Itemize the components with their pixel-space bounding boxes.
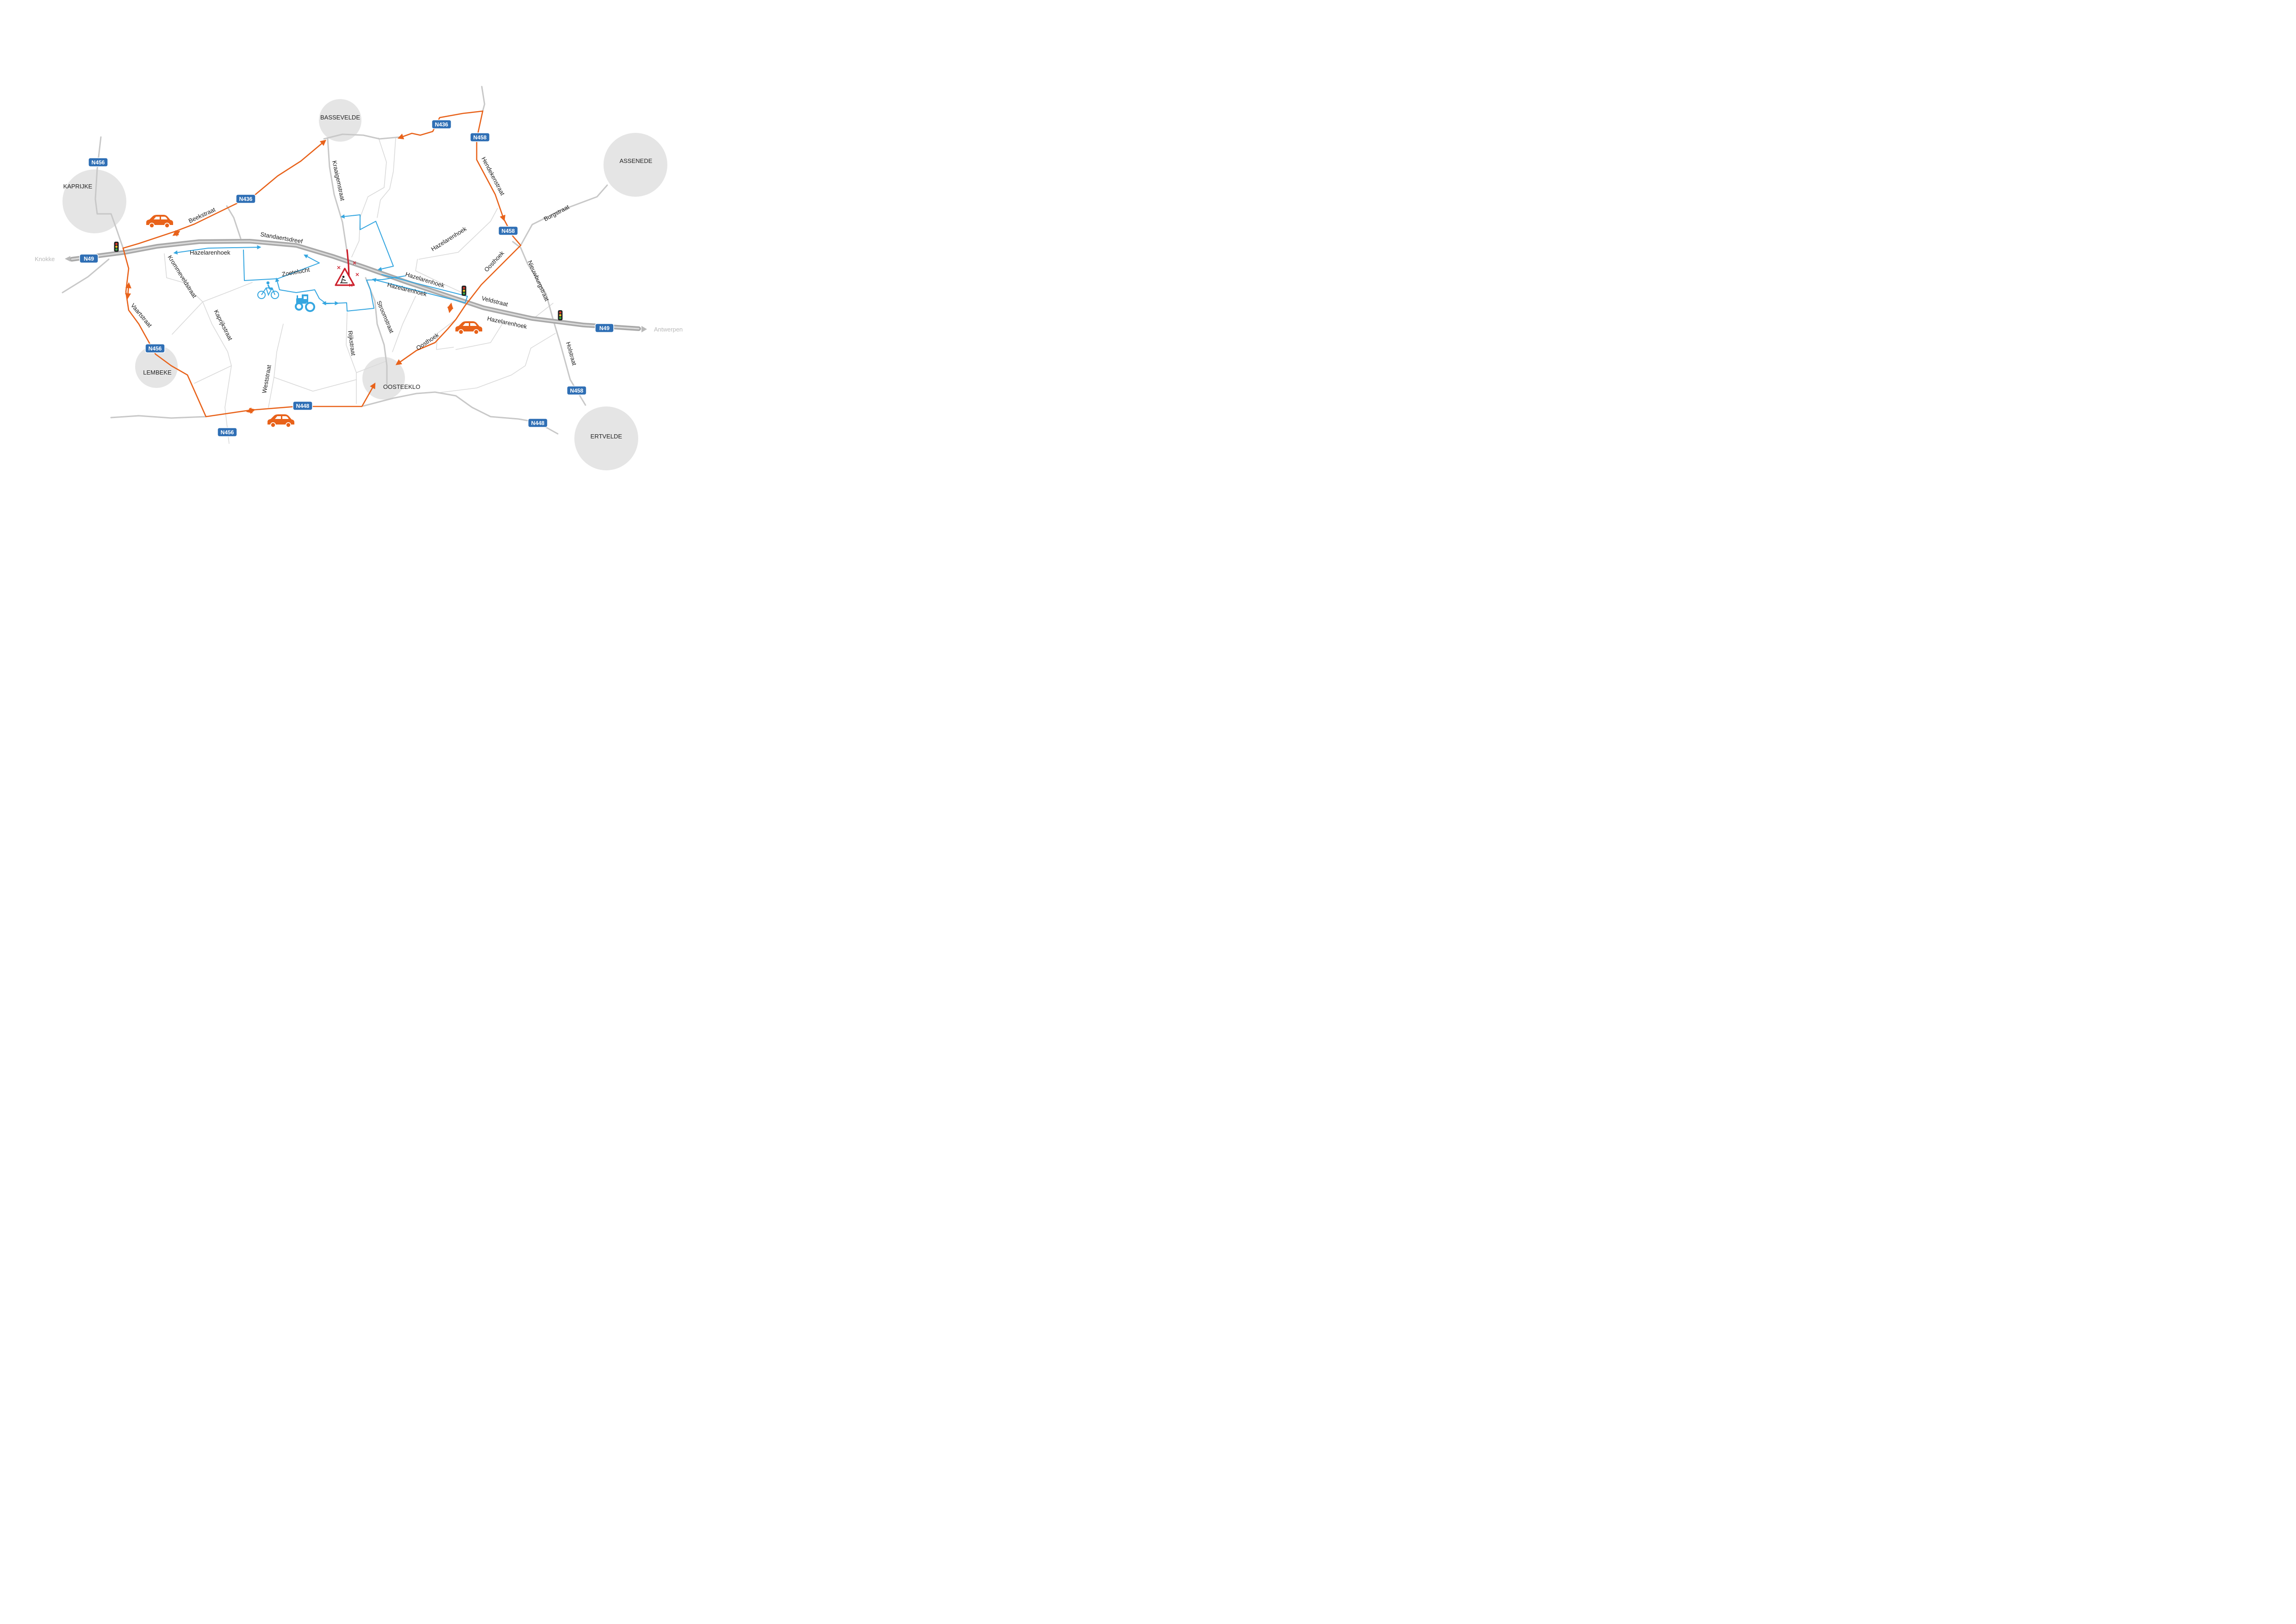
- tractor-icon: [295, 294, 315, 312]
- town-label-bassevelde: BASSEVELDE: [320, 114, 360, 121]
- street-label-kaprijkstraat: Kaprijkstraat: [212, 309, 234, 342]
- shield-n49-west: N49: [79, 254, 99, 263]
- arrow-east-icon: [641, 326, 647, 332]
- town-circle-bassevelde: [319, 99, 361, 142]
- svg-text:N49: N49: [84, 256, 94, 262]
- svg-text:N456: N456: [92, 159, 105, 166]
- shield-n448-center: N448: [292, 401, 313, 411]
- svg-text:N458: N458: [570, 387, 584, 394]
- street-label-weststraat: Weststraat: [261, 364, 273, 394]
- svg-text:N456: N456: [149, 345, 162, 352]
- svg-text:N448: N448: [296, 403, 310, 409]
- town-label-lembeke: LEMBEKE: [143, 369, 172, 376]
- street-label-oosthoek-north: Oosthoek: [483, 250, 505, 273]
- street-label-kraaigemstraat: Kraaigemstraat: [331, 160, 346, 202]
- shield-n458-south: N458: [566, 386, 587, 395]
- closure-x-marks: [337, 261, 359, 287]
- shield-n436-north: N436: [431, 119, 452, 129]
- svg-text:N448: N448: [531, 420, 545, 426]
- shield-n436-beekstraat: N436: [236, 194, 256, 204]
- shield-n49-east: N49: [595, 323, 614, 333]
- town-circle-ertvelde: [574, 406, 638, 470]
- shield-n456-south: N456: [217, 427, 237, 437]
- shield-n458-mid: N458: [498, 226, 518, 236]
- street-label-holstraat: Holstraat: [565, 341, 578, 367]
- street-label-krommeveldstraat: Krommeveldstraat: [166, 254, 198, 300]
- shield-n448-east: N448: [528, 418, 548, 428]
- town-label-kaprijke: KAPRIJKE: [63, 183, 93, 190]
- town-label-ertvelde: ERTVELDE: [591, 433, 622, 440]
- svg-text:N436: N436: [435, 121, 448, 128]
- traffic-light-icon: [461, 286, 467, 296]
- car-icon: [455, 321, 482, 335]
- street-labels: Beekstraat Standaertsdreef Hazelarenhoek…: [130, 156, 578, 394]
- town-label-oosteeklo: OOSTEEKLO: [383, 383, 420, 390]
- route-shields: N49 N49 N456 N456 N456 N436 N436 N458 N4…: [79, 119, 614, 437]
- destination-east: Antwerpen: [654, 326, 683, 333]
- traffic-light-icon: [558, 310, 563, 320]
- svg-text:N436: N436: [239, 196, 253, 202]
- shield-n456-north: N456: [88, 157, 108, 167]
- town-circle-lembeke: [135, 345, 178, 388]
- local-detour-route: [173, 214, 468, 312]
- highway-n49: [69, 238, 641, 331]
- town-label-assenede: ASSENEDE: [620, 157, 653, 164]
- town-circle-kaprijke: [62, 169, 126, 233]
- road-closure: [335, 249, 359, 287]
- town-areas: [62, 99, 667, 470]
- car-detour-route: [122, 110, 522, 418]
- town-circle-assenede: [604, 133, 667, 197]
- destination-west: Knokke: [35, 256, 55, 262]
- detour-map: BASSEVELDE KAPRIJKE ASSENEDE LEMBEKE OOS…: [35, 86, 683, 470]
- roadworks-warning-icon: [335, 268, 355, 286]
- arrow-west-icon: [65, 256, 70, 262]
- street-label-rijkstraat: Rijkstraat: [347, 330, 357, 356]
- svg-text:N49: N49: [599, 325, 610, 331]
- svg-text:N458: N458: [502, 228, 515, 234]
- main-roads: [62, 86, 608, 435]
- svg-text:N458: N458: [473, 134, 487, 141]
- street-label-burgstraat: Burgstraat: [542, 203, 570, 223]
- shield-n458-north: N458: [470, 132, 490, 142]
- bicycle-icon: [257, 281, 279, 299]
- car-icon: [268, 414, 294, 428]
- svg-text:N456: N456: [221, 429, 234, 436]
- traffic-light-icon: [114, 242, 119, 252]
- street-label-zoetelucht: Zoetelucht: [281, 266, 311, 278]
- street-label-nieuwburgstraat: Nieuwburgstraat: [526, 259, 550, 302]
- shield-n456-lembeke: N456: [145, 344, 165, 353]
- car-icon: [146, 215, 173, 228]
- street-label-hazelarenhoek-west: Hazelarenhoek: [190, 249, 230, 256]
- closed-road-segment: [346, 249, 350, 277]
